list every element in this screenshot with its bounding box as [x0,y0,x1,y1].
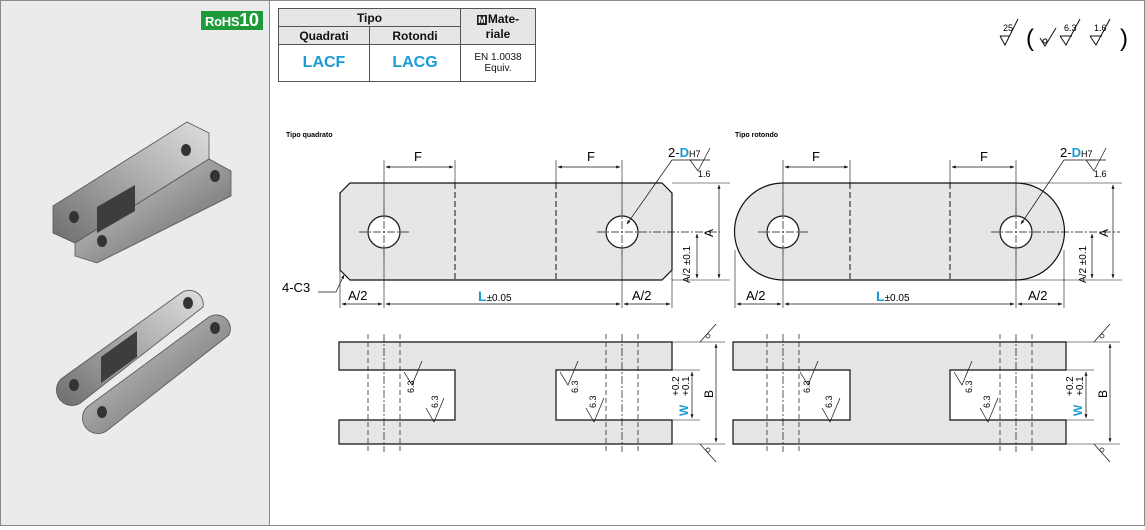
round-slot-roughness-1: 6.3 [802,380,812,393]
roughness-symbol-2: 1.6 [1094,23,1107,33]
round-dim-w-tol-lower: +0.1 [1075,376,1086,396]
material-value-line1: EN 1.0038 [474,52,522,63]
square-slot-roughness-4: 6.3 [588,395,598,408]
material-value: EN 1.0038 Equiv. [460,44,536,82]
square-chamfer: 4-C3 [282,280,310,295]
square-dim-a: A [702,229,716,237]
round-part-render [56,289,231,434]
square-slot-roughness-3: 6.3 [570,380,580,393]
round-slot-roughness-2: 6.3 [824,395,834,408]
square-header: Quadrati [278,26,370,45]
square-hole-roughness-icon [689,147,711,172]
square-dim-w-tol-lower: +0.1 [681,376,692,396]
round-dim-a: A [1097,229,1111,237]
round-hole-roughness: 1.6 [1094,169,1107,179]
square-code[interactable]: LACF [278,44,370,82]
square-hole-label: 2-DH7 [668,145,700,160]
round-dim-f-left: F [812,149,820,164]
round-dim-a-half-right: A/2 [1028,288,1048,303]
square-hole-roughness: 1.6 [698,169,711,179]
material-header-line2: riale [485,26,511,41]
square-dim-w-tol-upper: +0.2 [671,376,682,396]
paren-open: ( [1026,25,1034,52]
round-code[interactable]: LACG [369,44,461,82]
round-dim-l: L±0.05 [876,288,910,304]
round-front-view: 6.3 6.3 6.3 6.3 B W +0.2 +0.1 [732,323,1120,463]
round-dim-w: W [1071,404,1085,416]
square-dim-f-left: F [414,149,422,164]
round-type-view: Tipo rotondo F F 2-DH7 1.6 A A/2 ±0.1 [732,132,1122,463]
rohs-badge: RoHS10 [201,11,263,30]
product-image-panel [1,1,270,525]
rohs-number: 10 [239,10,259,30]
material-value-line2: Equiv. [484,63,512,74]
surface-roughness-legend: 25 ( 6.3 1.6 ) [999,18,1128,52]
round-slot-roughness-3: 6.3 [964,380,974,393]
round-dim-a-half-left: A/2 [746,288,766,303]
round-hole-label: 2-DH7 [1060,145,1092,160]
square-dim-l: L±0.05 [478,288,512,304]
square-type-view: Tipo quadrato F F 2-DH7 1.6 A A/2 ±0. [282,132,730,463]
roughness-general-value: 25 [1003,23,1013,33]
material-symbol-icon: M [476,14,487,25]
square-dim-a-half-tol: A/2 ±0.1 [682,245,693,283]
round-dim-b: B [1096,390,1110,398]
square-part-outline [339,182,673,281]
square-dim-b: B [702,390,716,398]
roughness-symbol-1: 6.3 [1064,23,1077,33]
square-part-render [52,121,232,264]
round-view-title: Tipo rotondo [735,132,778,139]
square-dim-a-half-left: A/2 [348,288,368,303]
type-header: Tipo [278,8,461,27]
square-dim-f-right: F [587,149,595,164]
square-slot-roughness-1: 6.3 [406,380,416,393]
round-dim-a-half-tol: A/2 ±0.1 [1078,245,1089,283]
material-header-line1: Mate- [487,11,520,26]
square-front-view: 6.3 6.3 6.3 6.3 B W +0.2 +0.1 [338,323,725,463]
round-hole-roughness-icon [1085,147,1107,172]
square-dim-w: W [677,404,691,416]
round-dim-f-right: F [980,149,988,164]
round-slot-roughness-4: 6.3 [982,395,992,408]
square-dim-a-half-right: A/2 [632,288,652,303]
rohs-label: RoHS [205,14,240,29]
round-dim-w-tol-upper: +0.2 [1065,376,1076,396]
square-slot-roughness-2: 6.3 [430,395,440,408]
paren-close: ) [1120,25,1128,52]
product-renders [52,121,232,434]
square-view-title: Tipo quadrato [286,132,333,139]
